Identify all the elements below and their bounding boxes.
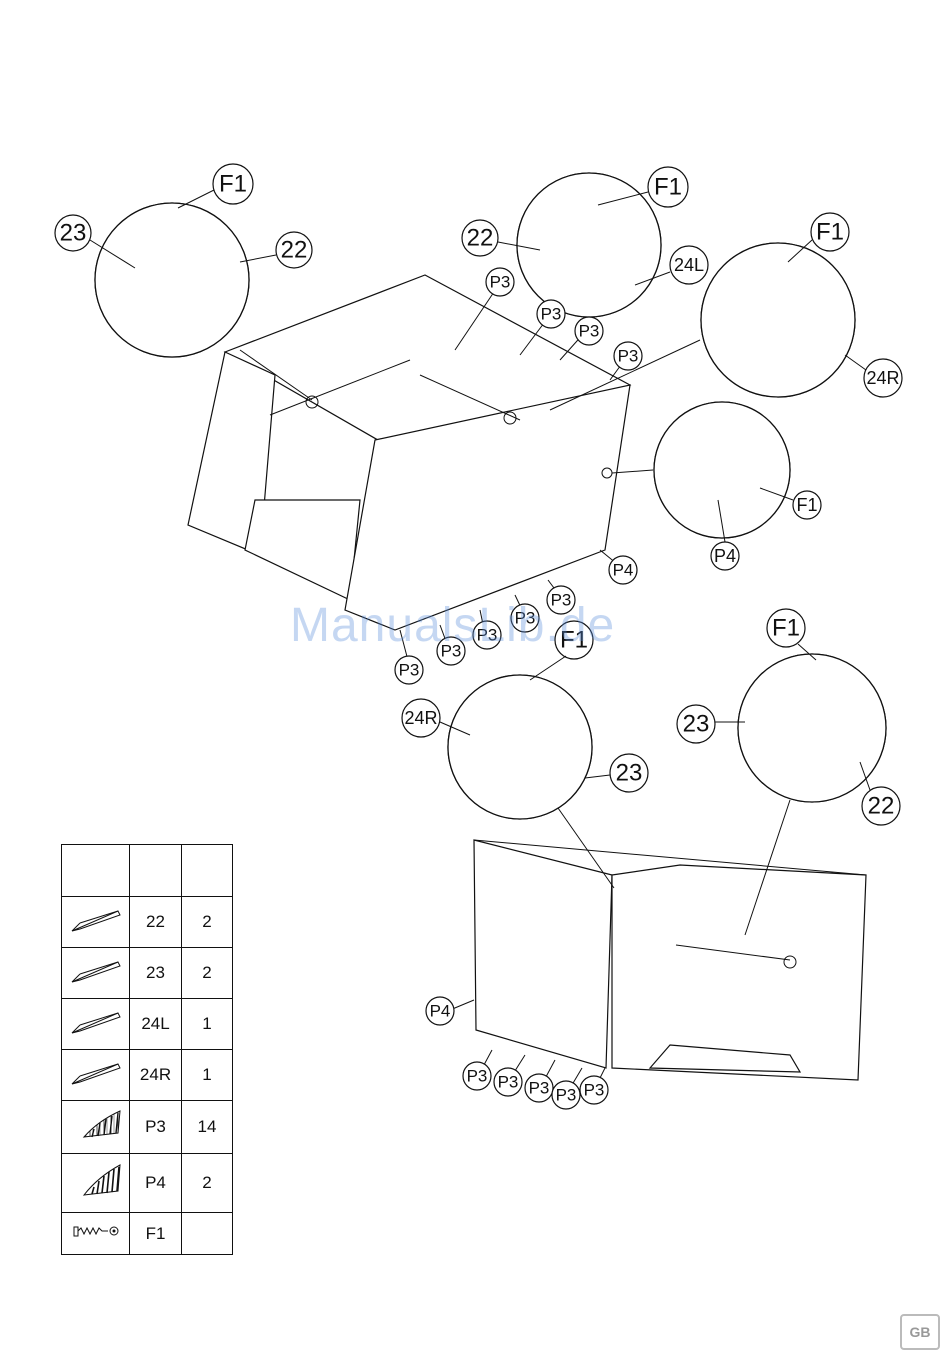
svg-text:23: 23 [616, 760, 643, 787]
svg-text:F1: F1 [219, 171, 247, 198]
callout-P3: P3 [463, 1062, 491, 1090]
detail-c [701, 243, 855, 397]
svg-text:P3: P3 [467, 1067, 488, 1086]
part-number: P3 [130, 1101, 182, 1154]
svg-text:F1: F1 [772, 615, 800, 642]
callout-P3: P3 [614, 342, 642, 370]
svg-text:P3: P3 [490, 273, 511, 292]
watermark: ManualsLib.de [290, 598, 615, 653]
quantity: 1 [182, 1050, 233, 1101]
table-row: P4 2 [62, 1154, 233, 1213]
angle-bar-icon [62, 1050, 130, 1101]
top-shed-assembly [188, 275, 630, 630]
part-number: P4 [130, 1154, 182, 1213]
svg-text:22: 22 [467, 225, 494, 252]
header-cell [182, 845, 233, 897]
right-wall-panel [612, 865, 866, 1080]
detail-a [95, 203, 249, 357]
svg-text:P3: P3 [498, 1073, 519, 1092]
header-cell [62, 845, 130, 897]
angle-bar-icon [62, 897, 130, 948]
parts-table-header [62, 845, 233, 897]
svg-text:22: 22 [281, 237, 308, 264]
callout-P3: P3 [552, 1081, 580, 1109]
part-number: 22 [130, 897, 182, 948]
left-wall-panel [474, 840, 612, 1068]
svg-text:24R: 24R [404, 708, 437, 728]
svg-text:P3: P3 [399, 661, 420, 680]
callout-P3: P3 [537, 300, 565, 328]
detail-f [738, 654, 886, 802]
svg-text:24R: 24R [866, 368, 899, 388]
callout-P3: P3 [494, 1068, 522, 1096]
svg-text:P3: P3 [529, 1079, 550, 1098]
svg-text:22: 22 [868, 793, 895, 820]
quantity: 1 [182, 999, 233, 1050]
callout-P3: P3 [525, 1074, 553, 1102]
table-row: F1 [62, 1213, 233, 1255]
table-row: 24L 1 [62, 999, 233, 1050]
table-row: 23 2 [62, 948, 233, 999]
corrugated-panel-icon [62, 1154, 130, 1213]
svg-text:F1: F1 [816, 219, 844, 246]
svg-text:23: 23 [60, 220, 87, 247]
angle-bar-icon [62, 948, 130, 999]
callout-F1: F1 [767, 609, 816, 660]
svg-text:24L: 24L [674, 255, 704, 275]
detail-d [654, 402, 790, 538]
screw-icon [62, 1213, 130, 1255]
svg-text:23: 23 [683, 711, 710, 738]
callout-P4: P4 [609, 556, 637, 584]
part-number: 24L [130, 999, 182, 1050]
parts-table: 22 2 23 2 24L 1 24R 1 P3 14 P4 2 F1 [61, 844, 233, 1255]
opening [245, 500, 360, 600]
header-cell [130, 845, 182, 897]
part-number: 23 [130, 948, 182, 999]
corrugated-panel-icon [62, 1101, 130, 1154]
quantity: 2 [182, 948, 233, 999]
detail-e [448, 675, 600, 819]
table-row: P3 14 [62, 1101, 233, 1154]
part-number: F1 [130, 1213, 182, 1255]
table-row: 24R 1 [62, 1050, 233, 1101]
svg-text:P4: P4 [714, 546, 736, 566]
svg-text:F1: F1 [796, 495, 817, 515]
svg-text:F1: F1 [654, 174, 682, 201]
quantity: 2 [182, 1154, 233, 1213]
svg-text:P3: P3 [618, 347, 639, 366]
callout-23: 23 [585, 754, 648, 792]
callout-23: 23 [677, 705, 745, 743]
callout-P4: P4 [426, 997, 454, 1025]
callout-P3: P3 [486, 268, 514, 296]
table-row: 22 2 [62, 897, 233, 948]
quantity [182, 1213, 233, 1255]
quantity: 14 [182, 1101, 233, 1154]
callout-24R: 24R [845, 355, 902, 397]
svg-text:P3: P3 [584, 1081, 605, 1100]
callout-P3: P3 [580, 1076, 608, 1104]
callout-22: 22 [240, 232, 312, 268]
svg-text:P3: P3 [541, 305, 562, 324]
callout-F1: F1 [178, 164, 253, 208]
angle-bar-icon [62, 999, 130, 1050]
svg-text:P3: P3 [579, 322, 600, 341]
svg-text:P4: P4 [430, 1002, 451, 1021]
language-badge: GB [900, 1314, 940, 1350]
bottom-shed-assembly [474, 840, 866, 1080]
part-number: 24R [130, 1050, 182, 1101]
svg-text:P3: P3 [556, 1086, 577, 1105]
svg-text:P4: P4 [613, 561, 634, 580]
callout-P3: P3 [395, 656, 423, 684]
quantity: 2 [182, 897, 233, 948]
callout-P3: P3 [575, 317, 603, 345]
